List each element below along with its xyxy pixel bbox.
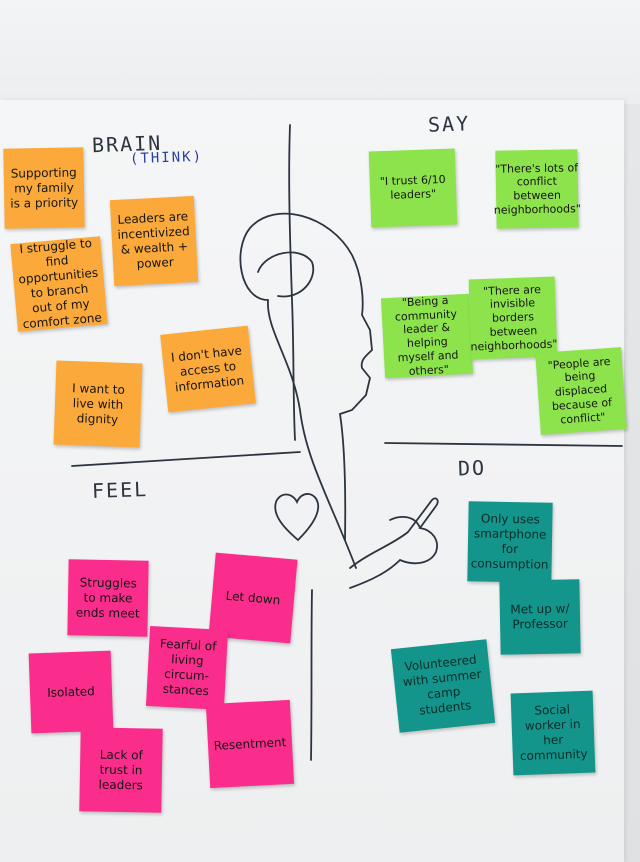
sticky-note-feel: Lack of trust in leaders — [79, 727, 163, 813]
label-feel: FEEL — [91, 477, 149, 503]
label-do: DO — [457, 455, 487, 481]
sticky-note-think: I don't have access to information — [160, 325, 256, 413]
sticky-note-do: Met up w/ Professor — [499, 579, 581, 655]
paper-top — [0, 0, 640, 104]
sticky-note-say: "Being a community leader & helping myse… — [380, 294, 474, 379]
sticky-note-think: I want to live with dignity — [53, 360, 143, 448]
sticky-note-do: Social worker in her community — [510, 690, 596, 776]
sticky-note-think: Leaders are incentivized & wealth + powe… — [109, 195, 199, 287]
sticky-note-say: "There's lots of conflict between neighb… — [494, 149, 581, 229]
sticky-note-think: Supporting my family is a priority — [3, 147, 85, 229]
sticky-note-do: Volunteered with summer camp students — [390, 639, 496, 733]
sticky-note-feel: Isolated — [28, 650, 114, 734]
sticky-note-feel: Struggles to make ends meet — [67, 559, 149, 637]
label-say: SAY — [427, 111, 471, 137]
sticky-note-do: Only uses smartphone for consumption — [467, 501, 553, 583]
sticky-note-feel: Resentment — [205, 699, 295, 789]
sticky-note-think: I struggle to find opportunities to bran… — [10, 236, 108, 332]
label-think: (THINK) — [129, 148, 204, 168]
sticky-note-say: "People are being displaced because of c… — [535, 347, 627, 435]
sticky-note-feel: Fearful of living circum-stances — [145, 626, 229, 710]
sticky-note-say: "There are invisible borders between nei… — [468, 276, 558, 360]
sticky-note-say: "I trust 6/10 leaders" — [368, 148, 458, 228]
